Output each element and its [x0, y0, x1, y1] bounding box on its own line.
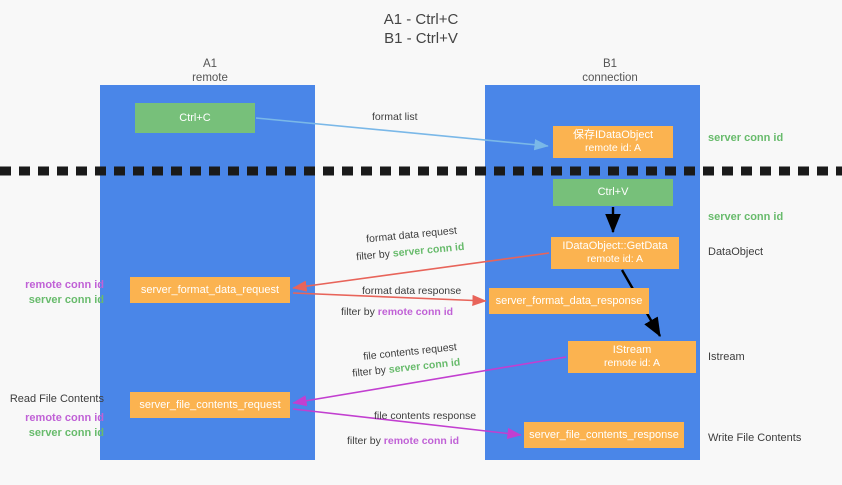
label-left-conn-ids-top: remote conn id server conn id — [8, 278, 104, 308]
caption-fcres-filter-prefix: filter by — [347, 435, 384, 447]
label-remote-conn-id-b: remote conn id — [25, 412, 104, 424]
label-server-conn-id-a: server conn id — [28, 294, 104, 306]
caption-fdreq-filter-value: server conn id — [392, 240, 465, 260]
box-idataobject-getdata-line2: remote id: A — [586, 253, 644, 265]
label-server-conn-id-top: server conn id — [708, 132, 784, 144]
title-line-2: B1 - Ctrl+V — [384, 30, 458, 47]
caption-fcreq-filter-prefix: filter by — [351, 363, 390, 380]
box-save-idataobject[interactable]: 保存IDataObject remote id: A — [553, 126, 673, 158]
label-server-conn-id-b: server conn id — [28, 427, 104, 439]
page-title: A1 - Ctrl+C B1 - Ctrl+V — [0, 10, 842, 48]
box-istream-line2: remote id: A — [603, 357, 661, 369]
box-ctrl-v[interactable]: Ctrl+V — [553, 179, 673, 206]
label-remote-conn-id-a: remote conn id — [25, 279, 104, 291]
lane-header-a1: A1 remote — [120, 57, 300, 85]
box-idataobject-getdata-line1: IDataObject::GetData — [562, 240, 668, 252]
box-save-idataobject-line2: remote id: A — [584, 142, 642, 154]
lane-b1-role: connection — [582, 72, 638, 84]
label-write-file-contents: Write File Contents — [708, 432, 802, 444]
caption-file-contents-response-filter: filter by remote conn id — [347, 434, 459, 448]
box-ctrl-v-label: Ctrl+V — [597, 186, 629, 198]
caption-format-data-response: format data response — [362, 285, 462, 297]
lane-a1-name: A1 — [202, 58, 218, 70]
caption-fdres-filter-value: remote conn id — [377, 306, 454, 318]
caption-fdreq-filter-prefix: filter by — [355, 247, 394, 264]
label-server-conn-id-mid: server conn id — [708, 211, 784, 223]
box-idataobject-getdata[interactable]: IDataObject::GetData remote id: A — [551, 237, 679, 269]
caption-fdres-filter-prefix: filter by — [341, 306, 378, 318]
box-istream-line1: IStream — [612, 344, 652, 356]
lane-a1-role: remote — [192, 72, 228, 84]
box-save-idataobject-line1: 保存IDataObject — [572, 129, 654, 141]
caption-format-data-response-filter: filter by remote conn id — [341, 305, 453, 319]
box-server-file-contents-request-label: server_file_contents_request — [139, 398, 281, 411]
label-read-file-contents: Read File Contents — [9, 393, 104, 405]
caption-format-list: format list — [372, 111, 418, 123]
box-server-format-data-request[interactable]: server_format_data_request — [130, 277, 290, 303]
box-istream[interactable]: IStream remote id: A — [568, 341, 696, 373]
box-ctrl-c-label: Ctrl+C — [179, 111, 211, 124]
title-line-1: A1 - Ctrl+C — [383, 11, 459, 28]
label-dataobject: DataObject — [708, 246, 764, 258]
caption-fcres-filter-value: remote conn id — [383, 435, 460, 447]
lane-header-b1: B1 connection — [520, 57, 700, 85]
label-left-conn-ids-bottom: remote conn id server conn id — [8, 411, 104, 441]
caption-file-contents-response: file contents response — [374, 410, 477, 422]
lane-b1-name: B1 — [602, 58, 618, 70]
box-server-format-data-request-label: server_format_data_request — [140, 283, 280, 296]
box-ctrl-c[interactable]: Ctrl+C — [135, 103, 255, 133]
box-server-format-data-response-label: server_format_data_response — [495, 294, 643, 307]
label-istream: Istream — [708, 351, 745, 363]
box-server-file-contents-response-label: server_file_contents_response — [529, 428, 679, 441]
box-server-file-contents-request[interactable]: server_file_contents_request — [130, 392, 290, 418]
box-server-format-data-response[interactable]: server_format_data_response — [489, 288, 649, 314]
box-server-file-contents-response[interactable]: server_file_contents_response — [524, 422, 684, 448]
